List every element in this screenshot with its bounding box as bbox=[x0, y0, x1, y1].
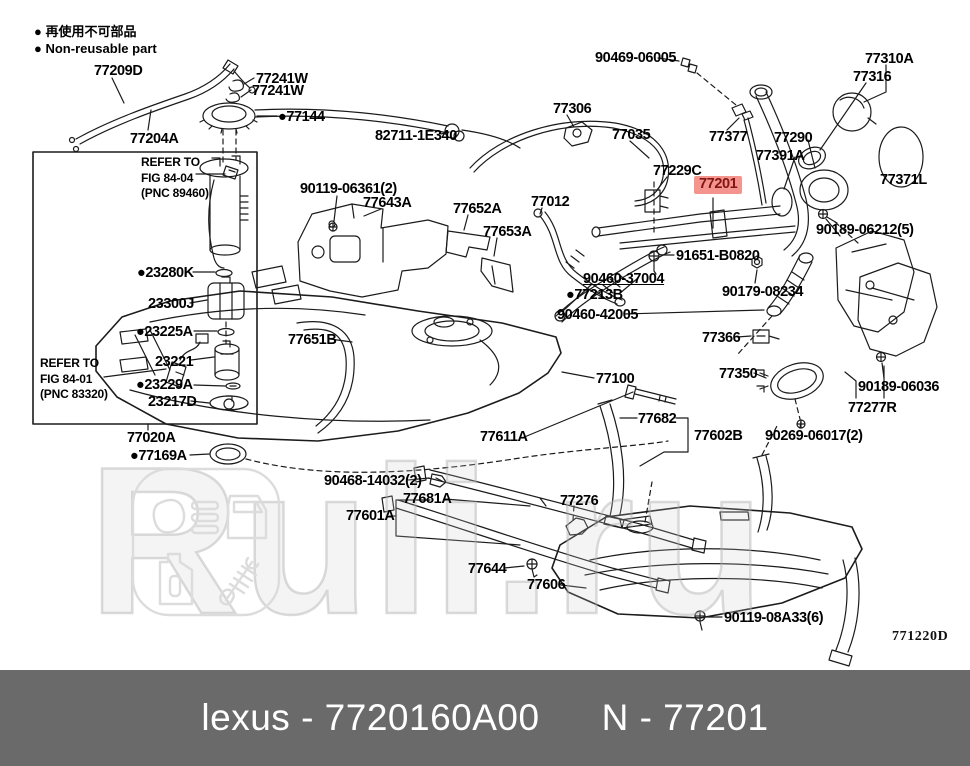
part-label-77391a: 77391A bbox=[756, 148, 805, 164]
part-label-23221: 23221 bbox=[155, 354, 194, 370]
part-label-90269-06017-2: 90269-06017(2) bbox=[765, 428, 863, 444]
part-label-90189-06212-5: 90189-06212(5) bbox=[816, 222, 914, 238]
part-label-77035: 77035 bbox=[612, 127, 651, 143]
part-label-77012: 77012 bbox=[531, 194, 570, 210]
part-label-77306: 77306 bbox=[553, 101, 592, 117]
part-label-77602b: 77602B bbox=[694, 428, 743, 444]
part-label-77229c: 77229C bbox=[653, 163, 702, 179]
part-label-82711-1e340: 82711-1E340 bbox=[375, 128, 457, 144]
part-label-90119-08a33-6: 90119-08A33(6) bbox=[724, 610, 824, 626]
footer-bar: lexus - 7720160A00 N - 77201 bbox=[0, 670, 970, 766]
part-label-77377: 77377 bbox=[709, 129, 748, 145]
part-label-23229a: ●23229A bbox=[136, 377, 193, 393]
part-label-77350: 77350 bbox=[719, 366, 758, 382]
legend-non-reusable-jp: ● 再使用不可部品 bbox=[34, 24, 137, 39]
part-label-77169a: ●77169A bbox=[130, 448, 187, 464]
part-label-90469-06005: 90469-06005 bbox=[595, 50, 677, 66]
part-label-90189-06036: 90189-06036 bbox=[858, 379, 940, 395]
part-label-23300j: 23300J bbox=[148, 296, 194, 312]
part-label-77366: 77366 bbox=[702, 330, 741, 346]
legend: ● 再使用不可部品 ● Non-reusable part bbox=[34, 24, 157, 58]
part-label-77020a: 77020A bbox=[127, 430, 176, 446]
part-label-77310a: 77310A bbox=[865, 51, 914, 67]
part-label-77682: 77682 bbox=[638, 411, 677, 427]
legend-non-reusable-en: ● Non-reusable part bbox=[34, 40, 157, 56]
part-label-77316: 77316 bbox=[853, 69, 892, 85]
part-label-77241w: 77241W bbox=[252, 83, 304, 99]
part-label-77241w: 77241W bbox=[256, 71, 308, 87]
part-label-23217d: 23217D bbox=[148, 394, 197, 410]
part-label-77371l: 77371L bbox=[880, 172, 927, 188]
part-label-77144: ●77144 bbox=[278, 109, 325, 125]
part-label-77100: 77100 bbox=[596, 371, 635, 387]
part-label-77601a: 77601A bbox=[346, 508, 395, 524]
part-label-77201[interactable]: 77201 bbox=[694, 176, 743, 195]
part-label-90179-08234: 90179-08234 bbox=[722, 284, 804, 300]
part-label-77644: 77644 bbox=[468, 561, 507, 577]
part-label-23225a: ●23225A bbox=[136, 324, 193, 340]
part-label-90460-42005: 90460-42005 bbox=[557, 307, 639, 323]
part-label-77653a: 77653A bbox=[483, 224, 532, 240]
part-label-77643a: 77643A bbox=[363, 195, 412, 211]
part-label-77606: 77606 bbox=[527, 577, 566, 593]
part-label-90468-14032-2: 90468-14032(2) bbox=[324, 473, 422, 489]
part-label-77276: 77276 bbox=[560, 493, 599, 509]
part-label-77213b: ●77213B bbox=[566, 287, 623, 303]
part-label-77204a: 77204A bbox=[130, 131, 179, 147]
part-label-77651b: 77651B bbox=[288, 332, 337, 348]
footer-brand-part: lexus - 7720160A00 bbox=[201, 697, 540, 738]
part-label-77277r: 77277R bbox=[848, 400, 897, 416]
part-label-23280k: ●23280K bbox=[137, 265, 194, 281]
footer-catalog-number: N - 77201 bbox=[601, 697, 769, 738]
part-label-77290: 77290 bbox=[774, 130, 813, 146]
part-label-77209d: 77209D bbox=[94, 63, 143, 79]
part-label-90119-06361-2: 90119-06361(2) bbox=[300, 181, 397, 197]
part-label-77652a: 77652A bbox=[453, 201, 502, 217]
part-label-77681a: 77681A bbox=[403, 491, 452, 507]
sheet-code: 771220D bbox=[892, 629, 949, 644]
part-label-91651-b0820: 91651-B0820 bbox=[676, 248, 760, 264]
part-label-90460-37004[interactable]: 90460-37004 bbox=[583, 271, 665, 287]
part-label-77611a: 77611A bbox=[480, 429, 528, 445]
